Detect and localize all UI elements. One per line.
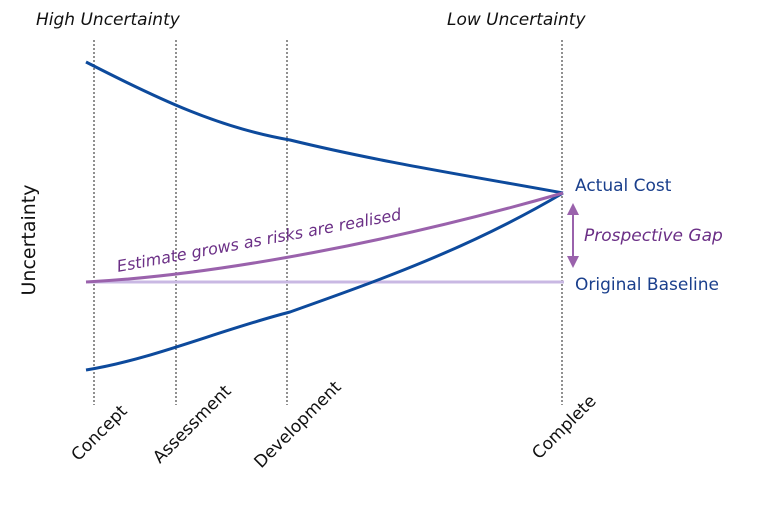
stage-label-assessment: Assessment [149,381,235,467]
prospective-gap-label: Prospective Gap [584,226,723,246]
stage-label-concept: Concept [68,401,132,465]
y-axis-label: Uncertainty [18,184,40,295]
stage-label-complete: Complete [528,391,600,463]
estimate-growth-curve [85,191,564,284]
actual-cost-label: Actual Cost [575,176,672,196]
cone-upper-curve [85,60,564,195]
original-baseline-label: Original Baseline [575,275,719,295]
high-uncertainty-label: High Uncertainty [36,10,181,30]
cone-lower-curve [85,191,564,372]
low-uncertainty-label: Low Uncertainty [447,10,586,30]
estimate-growth-label: Estimate grows as risks are realised [115,204,403,275]
stage-label-development: Development [250,377,345,472]
